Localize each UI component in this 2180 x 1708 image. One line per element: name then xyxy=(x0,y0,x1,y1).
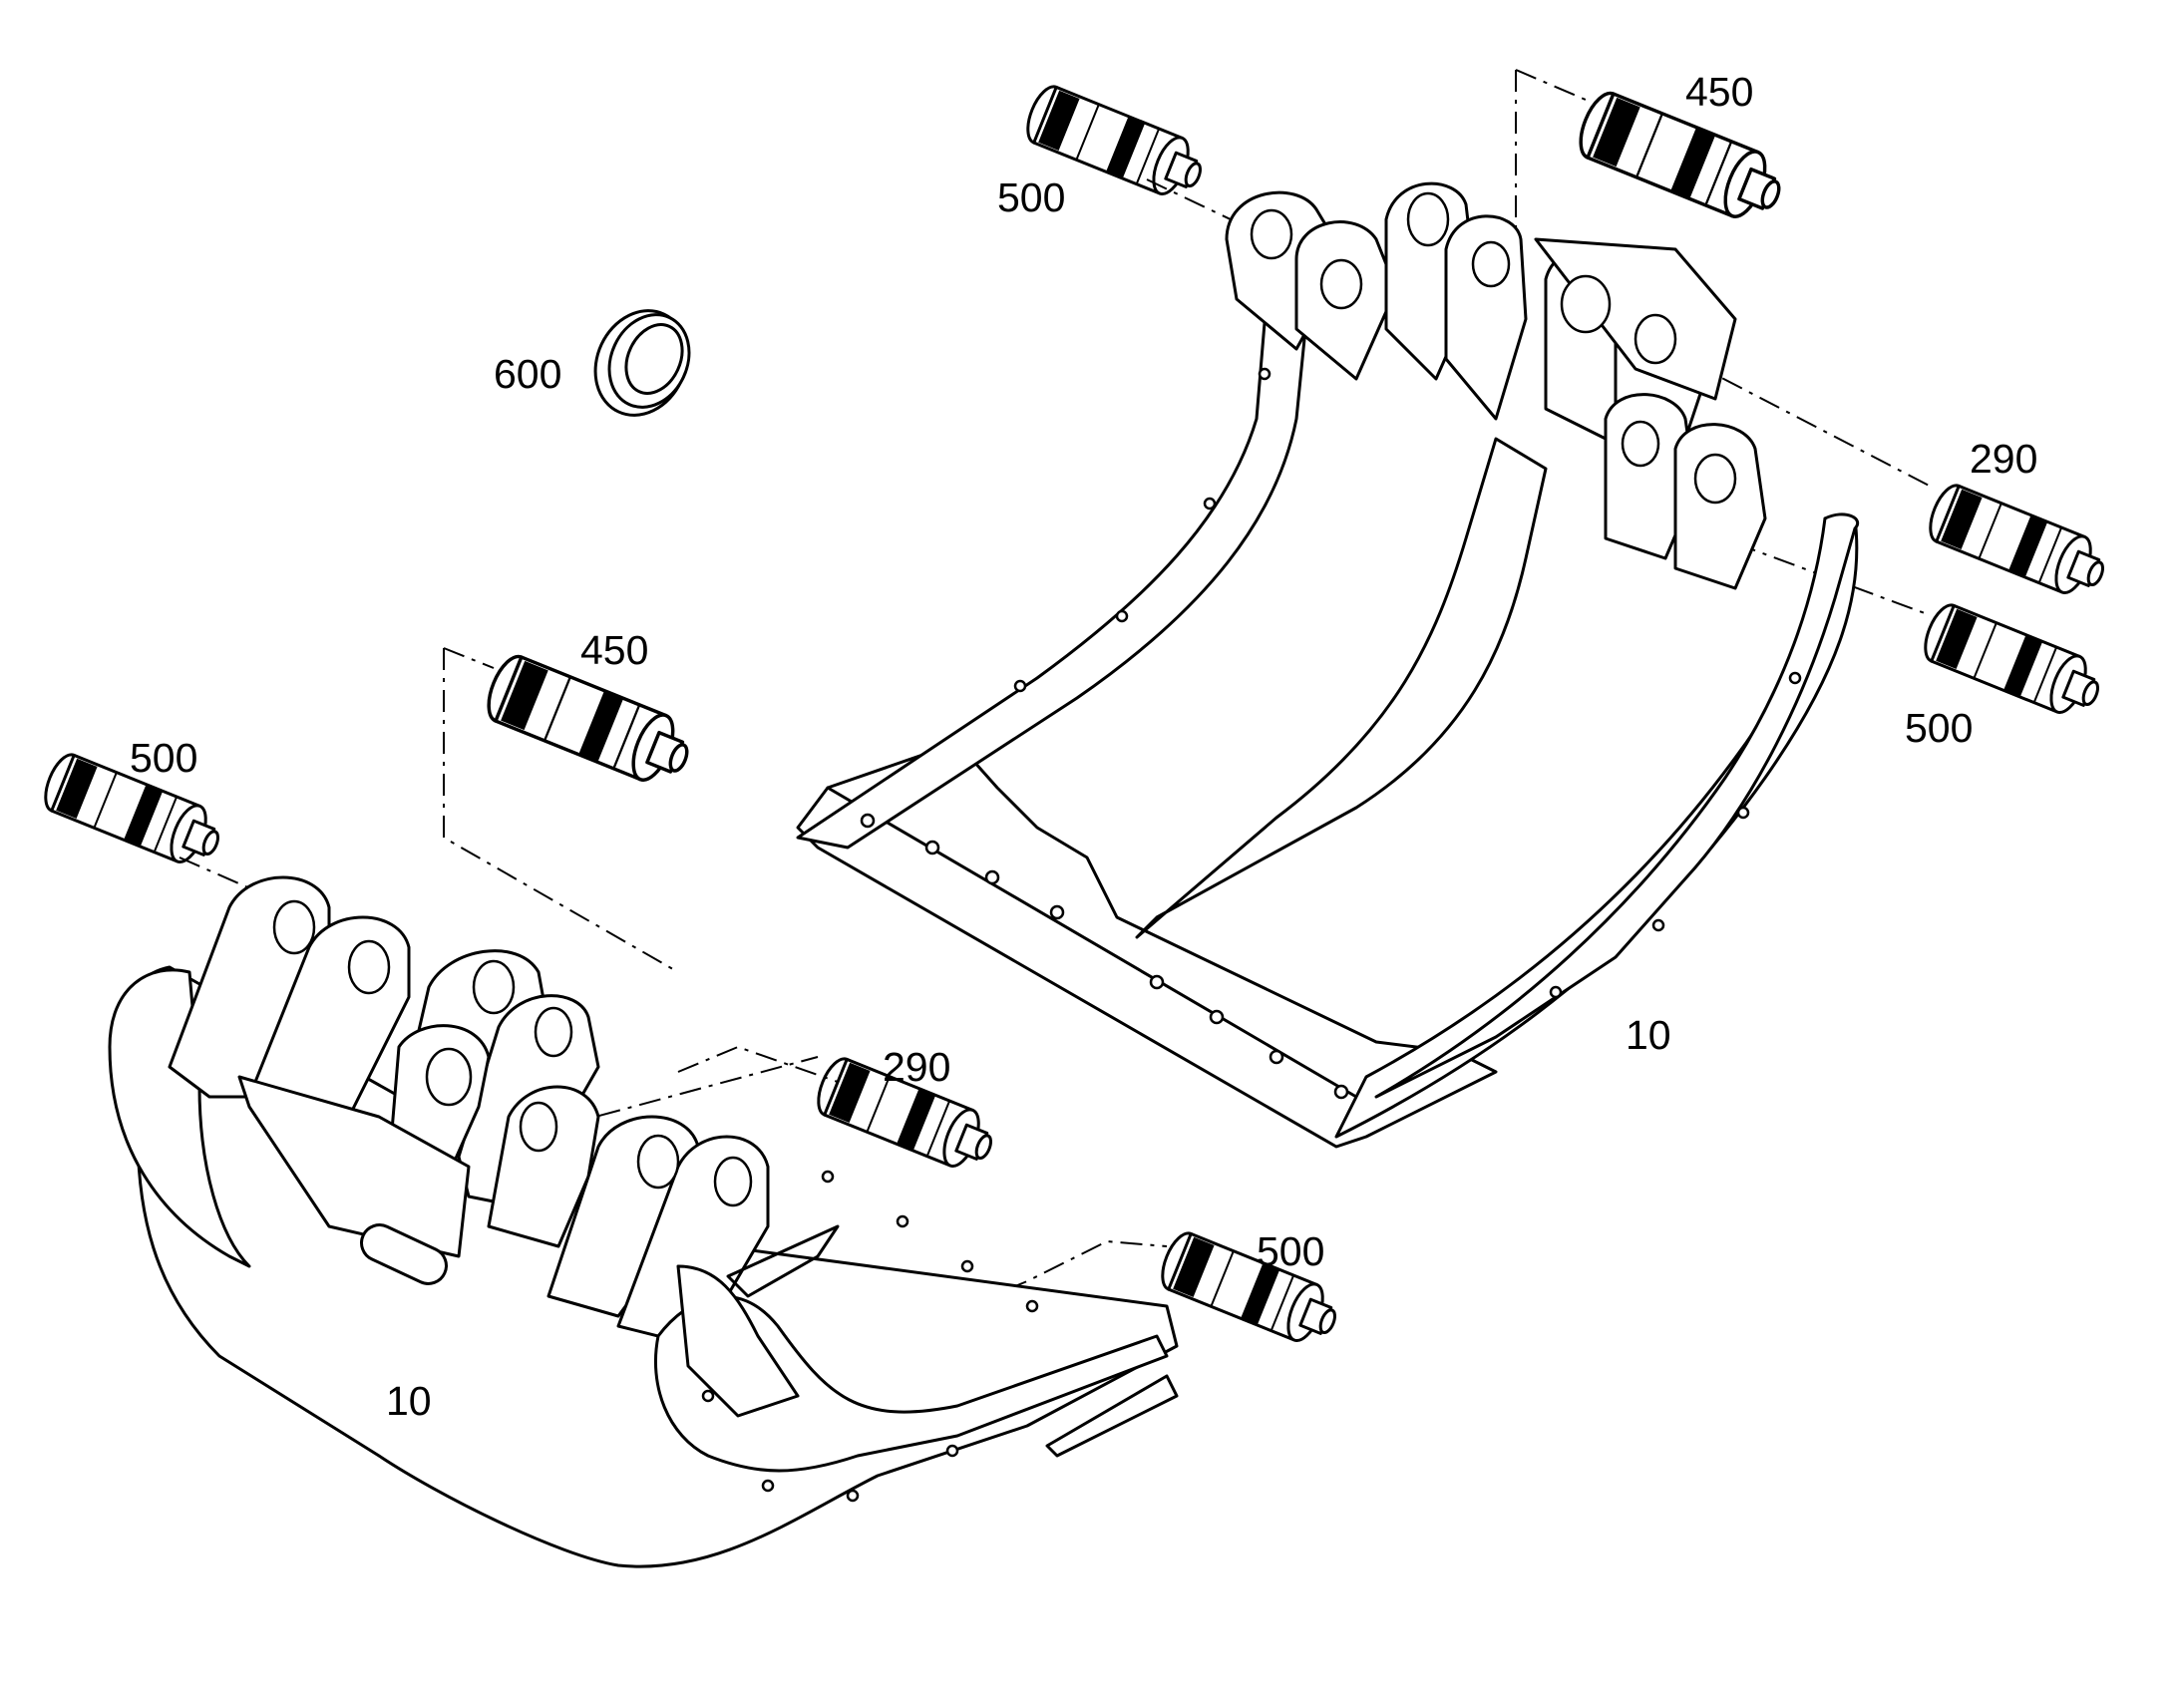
callout-500-bottom: 500 xyxy=(1257,1228,1325,1274)
callout-450-top: 450 xyxy=(1685,69,1754,115)
callout-10-left: 10 xyxy=(386,1378,432,1424)
ring-600 xyxy=(593,309,691,417)
callout-10-right: 10 xyxy=(1626,1012,1671,1058)
callout-290-right: 290 xyxy=(1970,436,2038,482)
assembly-centerlines xyxy=(179,69,1936,1307)
bucket-left xyxy=(108,875,1179,1568)
callout-290-left: 290 xyxy=(883,1044,951,1090)
callout-450-left: 450 xyxy=(580,627,649,673)
callout-500-top: 500 xyxy=(997,174,1066,220)
pin-290-right xyxy=(1922,479,2114,605)
pin-450-top xyxy=(1571,86,1792,231)
bucket-right xyxy=(796,181,1859,1149)
callout-600: 600 xyxy=(494,351,562,397)
callout-500-right: 500 xyxy=(1905,705,1974,751)
callout-500-left: 500 xyxy=(130,735,198,781)
